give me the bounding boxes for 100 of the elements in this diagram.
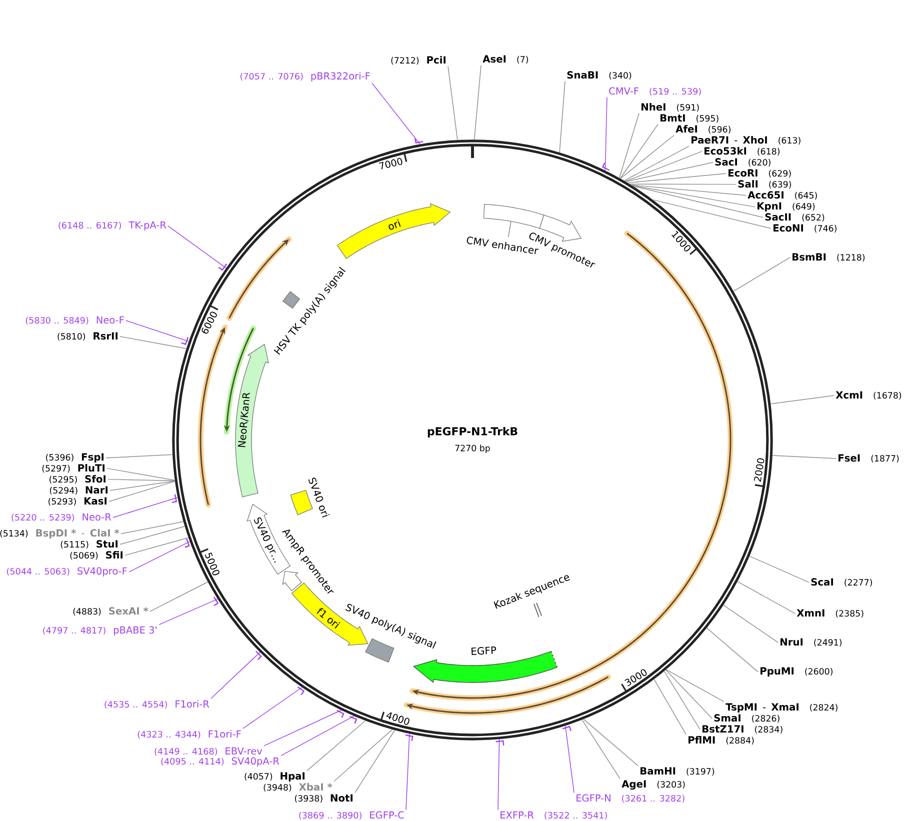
leader-line <box>666 670 712 719</box>
primer-label: (4149 .. 4168) EBV-rev <box>154 747 262 756</box>
site-label: SacI (620) <box>715 158 770 167</box>
node-label: SV40 ori <box>308 478 330 518</box>
site-label: SmaI (2826) <box>714 714 780 723</box>
site-label: BstZ17I (2834) <box>702 725 782 734</box>
leader-line <box>631 184 746 196</box>
primer-label: (5044 .. 5063) SV40pro-F <box>7 567 127 577</box>
site-label: PaeR7I - XhoI (613) <box>692 136 800 145</box>
primer-label: EGFP-N (3261 .. 3282) <box>576 794 684 803</box>
leader-line <box>632 185 756 208</box>
site-label: AfeI (596) <box>676 124 730 134</box>
leader-line <box>448 66 458 140</box>
site-label: EcoRI (629) <box>728 169 791 178</box>
site-label: (5115) StuI <box>60 540 118 549</box>
site-label: PflMI (2884) <box>688 736 754 745</box>
site-label: SacII (652) <box>765 213 824 222</box>
leader-line <box>626 162 714 182</box>
site-label: KpnI (649) <box>758 202 815 212</box>
primer-label: (5830 .. 5849) Neo-F <box>26 316 124 325</box>
site-label: (3948) XbaI * <box>264 783 332 792</box>
leader-line <box>652 199 772 229</box>
site-label: (4057) HpaI <box>244 772 304 782</box>
leader-line <box>168 226 226 268</box>
leader-line <box>150 582 208 612</box>
leader-line <box>158 598 218 626</box>
site-label: AgeI (3203) <box>622 780 685 790</box>
leader-line <box>124 537 189 556</box>
site-label: Acc65I (645) <box>748 191 817 200</box>
leader-line <box>280 716 354 756</box>
site-label: XmnI (2385) <box>796 609 864 618</box>
tick-label: 7000 <box>378 158 402 170</box>
leader-line <box>210 652 260 699</box>
primer-label: CMV-F (519 .. 539) <box>609 87 701 96</box>
site-label: NheI (591) <box>642 102 699 112</box>
site-label: (5069) SfiI <box>70 551 122 560</box>
leader-line <box>737 581 796 614</box>
leader-line <box>120 526 186 545</box>
primer-label: (3869 .. 3890) EGFP-C <box>299 811 404 820</box>
site-label: ScaI (2277) <box>811 578 872 587</box>
leader-line <box>108 480 176 502</box>
leader-line <box>620 134 674 179</box>
site-label: FseI (1877) <box>838 454 899 463</box>
leader-line <box>106 454 173 458</box>
site-label: (5297) PluTI <box>42 464 104 473</box>
site-label: BsmBI (1218) <box>792 253 865 262</box>
leader-line <box>620 124 658 179</box>
primer-label: (5220 .. 5239) Neo-R <box>12 513 112 522</box>
leader-line <box>120 336 187 349</box>
leader-line <box>770 395 834 404</box>
leader-line <box>625 150 702 182</box>
tick-label: 6000 <box>202 312 217 334</box>
site-label: (5294) NarI <box>50 486 108 495</box>
leader-line <box>306 720 366 772</box>
site-label: (3938) NotI <box>294 794 352 803</box>
feature-segment: NeoR/KanR <box>235 344 270 498</box>
site-label: PpuMI (2600) <box>760 667 832 677</box>
primer-label: (7057 .. 7076) pBR322ori-F <box>240 72 370 82</box>
tick-label: 2000 <box>754 458 764 482</box>
site-label: BmtI (595) <box>660 114 718 123</box>
leader-line <box>582 719 620 780</box>
leader-line <box>664 670 700 730</box>
leader-line <box>334 729 393 782</box>
site-label: Eco53kI (618) <box>704 146 780 156</box>
leader-line <box>264 710 342 746</box>
leader-line <box>106 468 176 481</box>
primer-label: (6148 .. 6167) TK-pA-R <box>58 221 166 231</box>
leader-line <box>120 521 184 534</box>
leader-line <box>624 146 690 182</box>
site-label: TspMI - XmaI (2824) <box>726 703 838 713</box>
leader-line <box>772 455 836 459</box>
primer-label: EXFP-R (3522 .. 3541) <box>500 811 607 820</box>
leader-line <box>406 733 410 810</box>
primer-label: (4323 .. 4344) F1ori-F <box>138 730 241 739</box>
site-label: SnaBI (340) <box>567 71 632 80</box>
leader-line <box>110 480 176 491</box>
site-label: BamHI (3197) <box>640 767 714 776</box>
leader-line <box>619 112 640 178</box>
primer-label: (4095 .. 4114) SV40pA-R <box>161 757 280 767</box>
feature-segment: ori <box>336 203 451 259</box>
site-label: EcoNI (746) <box>774 224 836 233</box>
leader-line <box>654 679 686 735</box>
leader-line <box>372 82 420 144</box>
site-label: (5293) KasI <box>48 497 106 506</box>
tick-label: 5000 <box>204 552 220 576</box>
site-label: (7212) PciI <box>391 56 446 65</box>
leader-line <box>242 687 302 729</box>
site-label: (5295) SfoI <box>50 475 106 484</box>
site-label: NruI (2491) <box>780 638 842 647</box>
leader-line <box>604 96 608 171</box>
leader-line <box>628 173 726 184</box>
leader-line <box>112 497 178 518</box>
leader-line <box>354 730 396 794</box>
feature-box: SV40 ori <box>290 478 330 518</box>
leader-line <box>128 541 190 572</box>
leader-line <box>632 186 764 218</box>
site-label: (4883) SexAI * <box>73 607 148 616</box>
site-label: AseI (7) <box>482 55 528 64</box>
site-label: SalI (639) <box>738 180 791 189</box>
leader-line <box>723 604 778 643</box>
